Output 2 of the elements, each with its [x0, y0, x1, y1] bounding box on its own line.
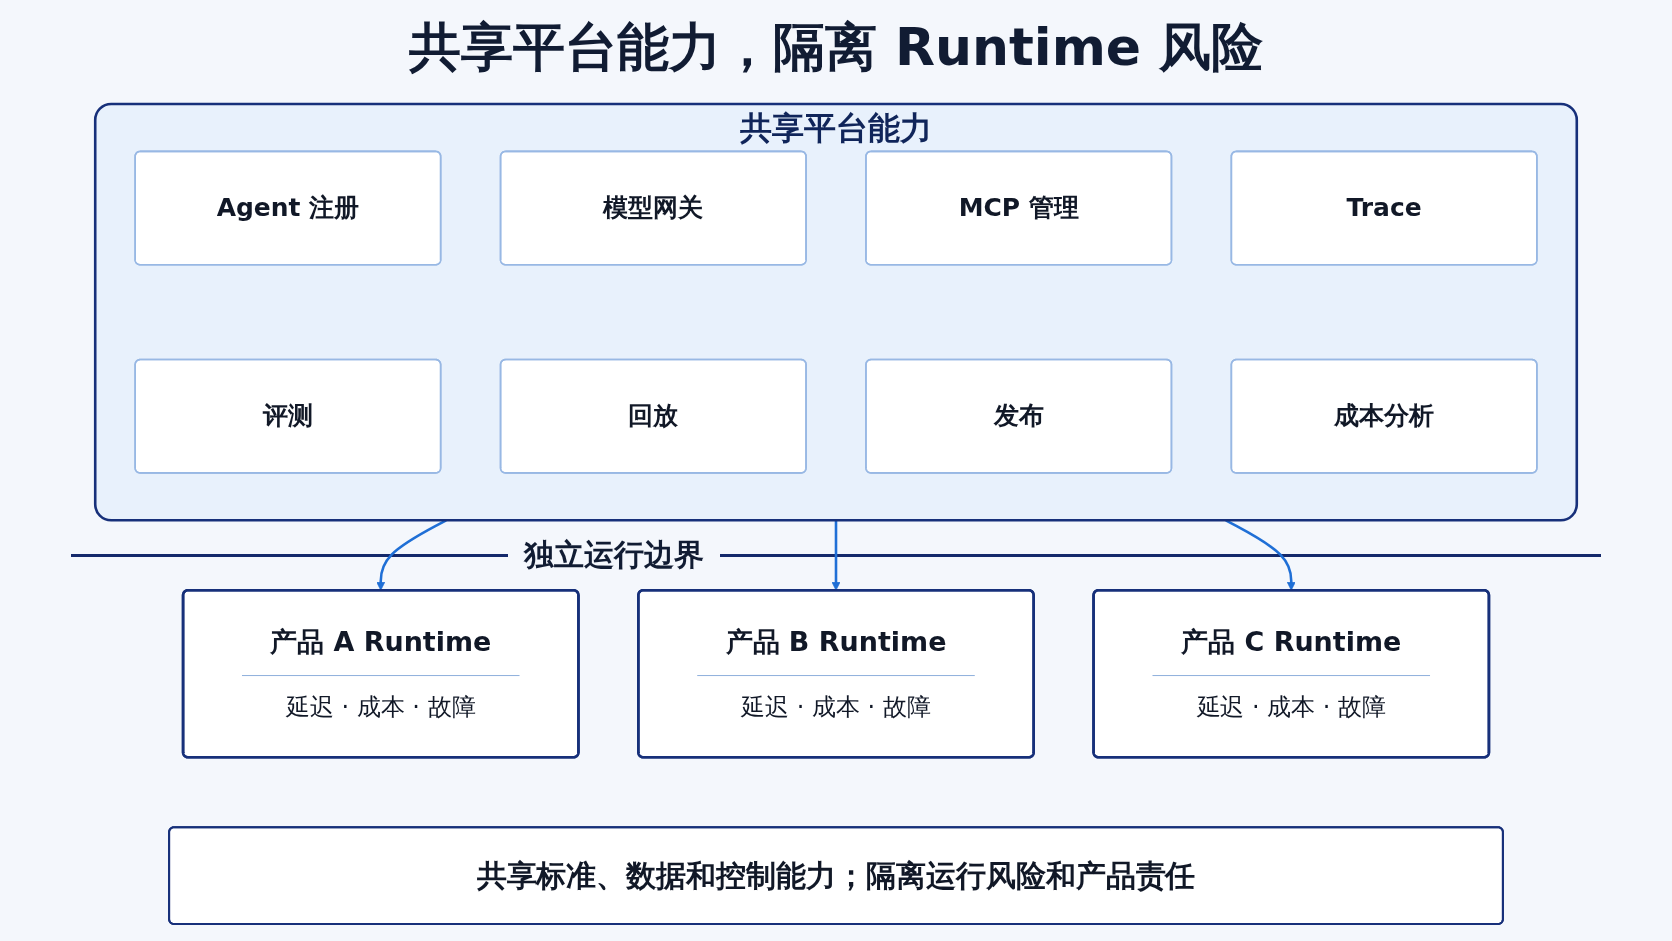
- diagram-title: 共享平台能力，隔离 Runtime 风险: [408, 16, 1264, 79]
- arrow: [831, 520, 841, 591]
